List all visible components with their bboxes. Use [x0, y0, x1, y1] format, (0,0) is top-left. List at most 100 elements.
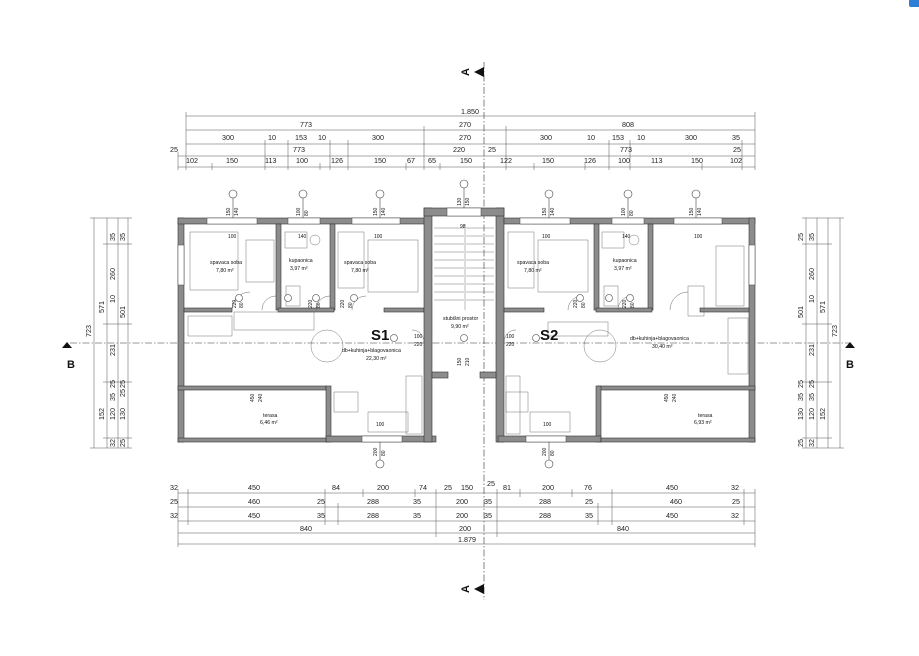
w3-a: 150 — [373, 207, 379, 216]
dim-right-detail-4: 25 — [796, 380, 805, 388]
dim-left-detail-4: 120 — [108, 408, 117, 420]
dim-right-detail-1: 35 — [807, 233, 816, 241]
dim-top-r4-5: 25 — [733, 145, 741, 154]
wall-label-5: 140 — [622, 234, 631, 240]
st3-a: 100 — [506, 334, 515, 340]
door-label-0: 220 — [232, 299, 238, 308]
dim-top-r3-5: 270 — [459, 133, 471, 142]
dim-bottom-r2-9: 460 — [670, 497, 682, 506]
dim-top-r4-2: 220 — [453, 145, 465, 154]
dim-right-detail-7: 35 — [807, 393, 816, 401]
dim-left-outer-0: 723 — [84, 325, 93, 337]
st2-b: 220 — [414, 342, 423, 348]
dim-top-r5-11: 126 — [584, 156, 596, 165]
dim-right-detail2-1: 32 — [807, 439, 816, 447]
door-label-2: 220 — [308, 299, 314, 308]
right-dimensions: 723 571 260 231 152 25 35 10 501 25 130 … — [796, 217, 844, 449]
b2-a: 200 — [542, 447, 548, 456]
s1-bed-left-name: spavaca soba — [210, 260, 242, 266]
b1-b: 80 — [381, 450, 387, 456]
dim-top-r5-13: 113 — [651, 156, 662, 165]
door-label-7: 80 — [581, 302, 587, 308]
dim-top-r4-1: 773 — [293, 145, 305, 154]
dim-bottom-r1-3: 200 — [377, 483, 389, 492]
dim-bottom-r2-8: 25 — [585, 497, 593, 506]
furniture — [187, 224, 749, 435]
dim-bottom-r1-8: 200 — [542, 483, 554, 492]
dim-bottom-r1-6: 150 — [461, 483, 473, 492]
dim-top-r5-7: 65 — [428, 156, 436, 165]
dim-right-detail-5: 130 — [796, 408, 805, 420]
dim-bottom-r3-10: 32 — [731, 511, 739, 520]
door-label-3: 80 — [316, 302, 322, 308]
w5-a: 150 — [542, 207, 548, 216]
unit-label-s1: S1 — [371, 327, 389, 344]
dim-top-r3-0: 300 — [222, 133, 234, 142]
dim-top-r5-2: 113 — [265, 156, 276, 165]
dim-top-r3-7: 10 — [587, 133, 595, 142]
s2-terrace-area: 6,93 m² — [694, 420, 712, 426]
dim-right-inner-0: 260 — [807, 268, 816, 280]
st1-a: 150 — [457, 357, 463, 366]
wall-label-8: 240 — [258, 393, 264, 402]
s2-living-area: 30,40 m² — [652, 344, 673, 350]
w7-a: 150 — [689, 207, 695, 216]
dim-right-detail-6: 120 — [807, 408, 816, 420]
wall-label-11: 100 — [376, 422, 385, 428]
dim-top-r2-0: 773 — [300, 120, 312, 129]
st3-b: 220 — [506, 342, 515, 348]
dim-bottom-r4-2: 840 — [617, 524, 629, 533]
s1-bed-right-name: spavaca soba — [344, 260, 376, 266]
dim-bottom-r0-0: 25 — [487, 479, 495, 488]
dim-bottom-r1-1: 450 — [248, 483, 260, 492]
dim-top-r4-4: 773 — [620, 145, 632, 154]
dim-right-mid-0: 571 — [818, 301, 827, 313]
w7-b: 140 — [697, 207, 703, 216]
dim-left-mid-0: 571 — [97, 301, 106, 313]
dim-bottom-r3-9: 450 — [666, 511, 678, 520]
door-label-4: 220 — [340, 299, 346, 308]
dim-bottom-r3-4: 35 — [413, 511, 421, 520]
dim-left-detail2-0: 35 — [118, 233, 127, 241]
dim-right-detail-2: 10 — [807, 295, 816, 303]
wall-label-9: 450 — [664, 393, 670, 402]
b1-a: 200 — [373, 447, 379, 456]
dim-left-detail2-2: 32 — [108, 439, 117, 447]
s1-bath-area: 3,97 m² — [290, 266, 308, 272]
dim-right-detail-3: 501 — [796, 306, 805, 318]
dim-bottom-r1-0: 32 — [170, 483, 178, 492]
w3-b: 140 — [381, 207, 387, 216]
dim-top-r3-3: 10 — [318, 133, 326, 142]
dim-top-r3-11: 35 — [732, 133, 740, 142]
unit-label-s2: S2 — [540, 327, 558, 344]
dim-right-detail2-3: 35 — [796, 393, 805, 401]
dim-right-inner-2: 152 — [818, 408, 827, 420]
dim-top-r3-9: 10 — [637, 133, 645, 142]
dim-bottom-r1-7: 81 — [503, 483, 511, 492]
wall-label-3: 98 — [460, 224, 466, 230]
dim-top-r5-8: 150 — [460, 156, 472, 165]
dim-top-r5-15: 102 — [730, 156, 742, 165]
door-label-1: 80 — [239, 302, 245, 308]
dim-bottom-r3-5: 200 — [456, 511, 468, 520]
dim-right-inner-1: 231 — [807, 344, 816, 356]
st1-b: 210 — [465, 357, 471, 366]
dim-bottom-r3-8: 35 — [585, 511, 593, 520]
dim-right-detail2-0: 25 — [807, 380, 816, 388]
w1-b: 140 — [234, 207, 240, 216]
s2-terrace-name: terasa — [698, 413, 713, 419]
s1-bed-left-area: 7,80 m² — [216, 268, 234, 274]
dim-bottom-r2-4: 35 — [413, 497, 421, 506]
dim-top-r5-5: 150 — [374, 156, 386, 165]
dim-bottom-r1-9: 76 — [584, 483, 592, 492]
dim-top-r2-2: 808 — [622, 120, 634, 129]
w2-b: 80 — [304, 210, 310, 216]
dim-left-detail-1: 10 — [108, 295, 117, 303]
dim-left-detail-6: 25 — [118, 389, 127, 397]
dim-bottom-r2-7: 288 — [539, 497, 551, 506]
dim-top-r5-10: 150 — [542, 156, 554, 165]
w6-a: 100 — [621, 207, 627, 216]
door-label-5: 80 — [348, 302, 354, 308]
section-b-left-label: B — [67, 359, 75, 371]
dim-top-r5-9: 122 — [500, 156, 512, 165]
